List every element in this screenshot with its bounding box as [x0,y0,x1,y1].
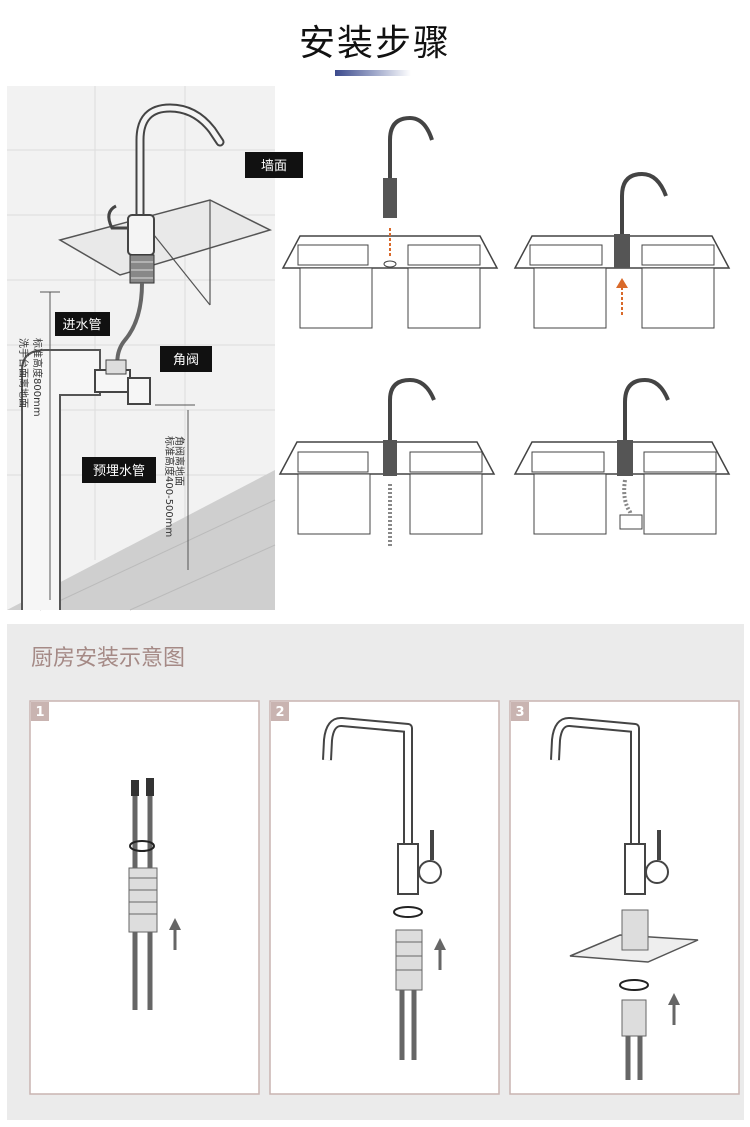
kitchen-step-1: 1 [30,701,259,1094]
step-number-2: 2 [275,705,284,720]
step-number-3: 3 [515,705,524,720]
kitchen-step-2: 2 [270,701,499,1094]
kitchen-step-3: 3 [510,701,739,1094]
step-number-1: 1 [35,705,44,720]
